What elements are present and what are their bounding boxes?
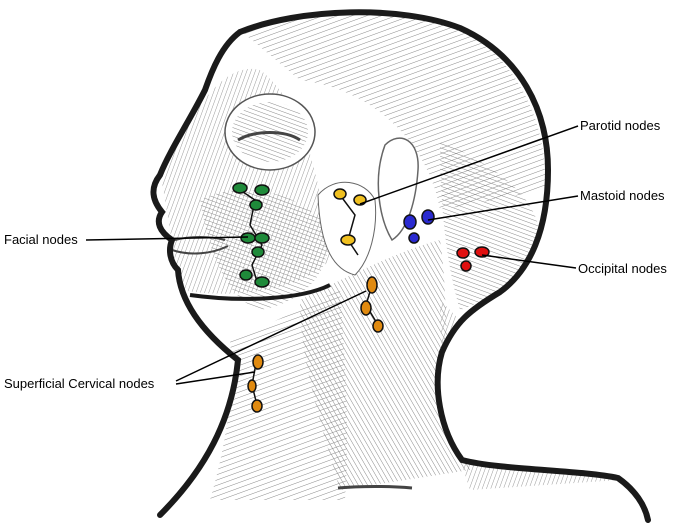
cervical-node	[366, 276, 378, 294]
cervical-leader-upper	[175, 290, 367, 382]
facial-node	[239, 269, 253, 281]
mastoid-node	[408, 232, 420, 244]
mastoid-node	[403, 214, 417, 230]
cervical-node	[252, 354, 264, 370]
facial-node	[232, 182, 248, 194]
face-outline	[150, 29, 243, 518]
parotid-node	[333, 188, 347, 200]
facial-leader	[85, 236, 249, 241]
facial-node	[254, 276, 270, 288]
occipital-node	[456, 247, 470, 259]
superficial-cervical-nodes	[247, 276, 384, 413]
occipital-leader	[481, 254, 577, 269]
parotid-nodes-label: Parotid nodes	[580, 118, 661, 133]
facial-node	[254, 232, 270, 244]
mastoid-nodes-label: Mastoid nodes	[580, 188, 665, 203]
cervical-node	[247, 379, 257, 393]
facial-nodes-label: Facial nodes	[4, 232, 78, 247]
parotid-node	[340, 234, 356, 246]
occipital-node	[474, 246, 490, 258]
cervical-node	[372, 319, 384, 333]
mastoid-leader	[427, 195, 579, 221]
parotid-leader	[359, 125, 579, 205]
facial-node	[240, 232, 256, 244]
cervical-node	[360, 300, 372, 316]
facial-node	[251, 246, 265, 258]
head-outline	[237, 9, 651, 523]
head-shading	[152, 12, 641, 521]
leader-lines	[85, 125, 579, 385]
occipital-node	[460, 260, 472, 272]
mastoid-node	[421, 209, 435, 225]
occipital-nodes	[456, 246, 490, 272]
occipital-nodes-label: Occipital nodes	[578, 261, 667, 276]
facial-node	[254, 184, 270, 196]
cervical-leader-lower	[175, 371, 256, 385]
cervical-node	[251, 399, 263, 413]
mastoid-nodes	[403, 209, 435, 244]
superficial-cervical-nodes-label: Superficial Cervical nodes	[4, 376, 155, 391]
facial-nodes	[232, 182, 270, 288]
facial-node	[249, 199, 263, 211]
